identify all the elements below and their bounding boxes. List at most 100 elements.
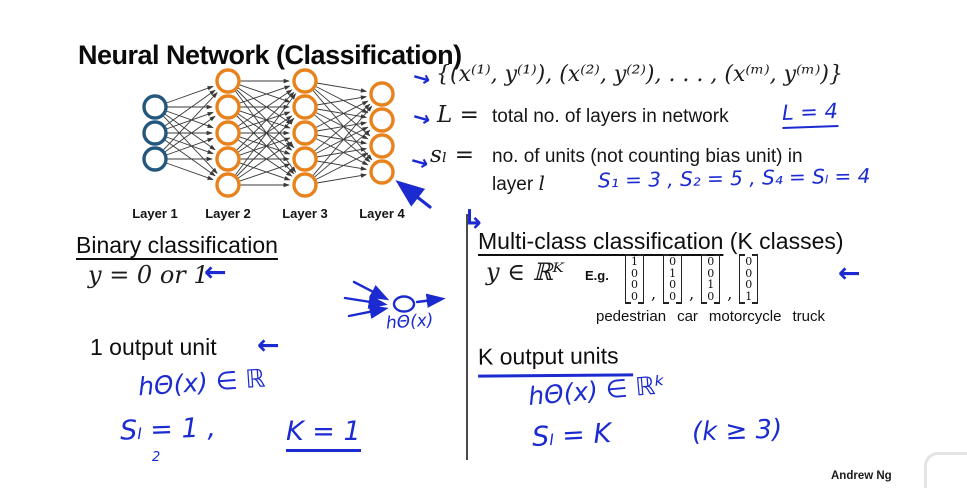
- layer-label: Layer 2: [205, 206, 251, 221]
- network-node: [292, 120, 318, 146]
- vector-entry: 0: [745, 266, 753, 280]
- hand-left-arrow-icon: ←: [204, 257, 227, 288]
- network-node: [369, 107, 395, 133]
- network-node: [292, 94, 318, 120]
- network-node: [215, 94, 241, 120]
- hand-arrow-to-output-layer-icon: [395, 180, 432, 209]
- s-definition-text-2: layer l: [492, 171, 545, 196]
- network-node: [142, 146, 168, 172]
- hand-left-arrow-icon: ←: [257, 330, 280, 361]
- multi-y-line: y ∈ ℝᴷ: [486, 258, 564, 286]
- network-edge: [316, 134, 368, 145]
- binary-hand-sL: Sₗ = 1 ,: [119, 412, 217, 447]
- vector-comma: ,: [689, 284, 695, 303]
- network-edge: [316, 108, 368, 119]
- layer-word: layer: [492, 174, 534, 195]
- L-definition-text: total no. of layers in network: [492, 106, 729, 127]
- vector-entry: 1: [707, 278, 715, 291]
- network-edge: [315, 111, 369, 140]
- network-node: [369, 159, 395, 185]
- network-node: [292, 68, 318, 94]
- layer-label: Layer 1: [132, 206, 178, 221]
- output-node-sketch-icon: [343, 280, 446, 319]
- network-edge: [315, 126, 369, 155]
- binary-hand-squiggle: 2: [152, 450, 161, 465]
- network-edge: [239, 137, 291, 156]
- network-edge: [166, 137, 214, 156]
- network-edge: [316, 160, 368, 171]
- neural-network-diagram: Layer 1 Layer 2 Layer 3 Layer 4: [132, 68, 406, 221]
- network-node: [292, 172, 318, 198]
- network-edge: [166, 162, 214, 181]
- binary-output-line: 1 output unit: [90, 334, 217, 360]
- network-edge: [239, 85, 291, 104]
- sketch-hypothesis-label: hΘ(x): [385, 310, 435, 334]
- network-edge: [166, 110, 214, 129]
- network-edge: [316, 121, 368, 132]
- vector-entry: 0: [631, 289, 638, 303]
- slide-title: Neural Network (Classification): [78, 40, 462, 70]
- network-node: [142, 94, 168, 120]
- network-edge: [312, 105, 373, 177]
- network-edge: [239, 163, 291, 182]
- author-credit: Andrew Ng: [831, 470, 892, 482]
- training-set-formula: {(x⁽¹⁾, y⁽¹⁾), (x⁽²⁾, y⁽²⁾), . . . , (x⁽…: [436, 62, 843, 87]
- multi-heading: Multi-class classification: [478, 228, 724, 254]
- eg-label: E.g.: [585, 268, 609, 283]
- vector-entry: 0: [707, 289, 715, 303]
- network-edge: [237, 115, 293, 153]
- vector-entry: 0: [669, 289, 677, 303]
- network-edge: [316, 95, 368, 106]
- network-edge: [239, 162, 291, 181]
- binary-hand-hypothesis: hΘ(x) ∈ ℝ: [137, 363, 267, 402]
- network-edge: [166, 85, 214, 104]
- layer-label: Layer 4: [359, 206, 405, 221]
- vector-entry: 0: [631, 278, 638, 291]
- network-node: [215, 120, 241, 146]
- multi-output-line: K output units: [477, 342, 633, 378]
- network-edge: [315, 100, 369, 129]
- network-edge: [166, 111, 214, 130]
- hand-s-values: S₁ = 3 , S₂ = 5 , S₄ = Sₗ = 4: [597, 163, 871, 193]
- hand-left-arrow-icon: ←: [838, 258, 861, 289]
- vector-entry: 0: [707, 255, 715, 268]
- vector-entry: 0: [745, 278, 753, 291]
- vector-entry: 1: [631, 255, 638, 268]
- network-edge: [162, 115, 218, 174]
- binary-hand-K: K = 1: [286, 416, 361, 452]
- network-edge: [313, 88, 371, 137]
- network-edge: [316, 173, 368, 184]
- network-edge: [239, 111, 291, 130]
- network-node: [215, 68, 241, 94]
- network-edge: [162, 92, 218, 151]
- multi-heading-suffix: (K classes): [723, 228, 844, 254]
- network-edge: [239, 136, 291, 155]
- network-edge: [166, 136, 214, 155]
- column-divider: [466, 214, 468, 460]
- vector-entry: 0: [631, 266, 638, 280]
- multi-hand-sL: Sₗ = K: [531, 417, 612, 454]
- hand-L-equals-4: L = 4: [781, 99, 839, 129]
- vector-class-label: pedestrian: [596, 308, 667, 325]
- vector-entry: 1: [745, 289, 753, 303]
- network-node: [142, 120, 168, 146]
- layer-label: Layer 3: [282, 206, 328, 221]
- network-edge: [313, 114, 371, 163]
- multi-hand-k-constraint: (k ≥ 3): [691, 414, 783, 448]
- network-edge: [239, 110, 291, 129]
- binary-heading: Binary classification: [76, 232, 278, 258]
- vector-comma: ,: [727, 284, 733, 303]
- network-edge: [236, 117, 295, 177]
- network-edge: [237, 141, 293, 179]
- network-node: [215, 146, 241, 172]
- vector-class-label: car: [677, 308, 698, 325]
- binary-y-line: y = 0 or 1: [88, 261, 209, 289]
- vector-class-label: truck: [792, 308, 825, 325]
- vector-entry: 1: [669, 266, 677, 280]
